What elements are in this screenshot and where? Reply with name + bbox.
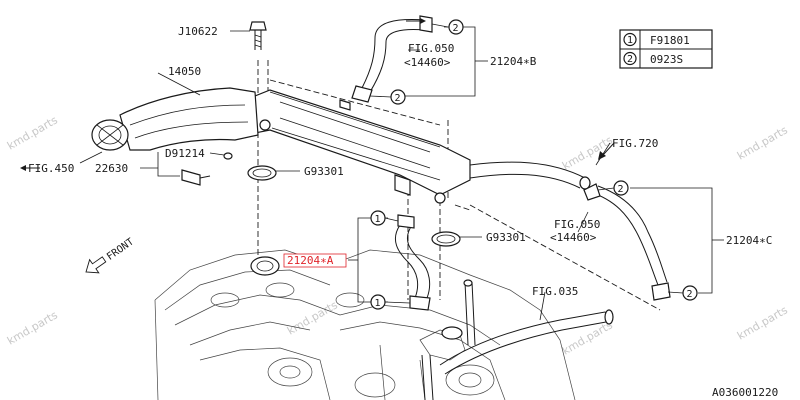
label-fig035: FIG.035 (532, 285, 578, 298)
legend-code: F91801 (650, 34, 690, 47)
watermark: kmd.parts (560, 318, 615, 357)
label-14050: 14050 (168, 65, 201, 78)
hose-21204a (395, 214, 431, 311)
sensor-22630 (181, 152, 233, 186)
callouts: 2 2 2 2 1 1 (370, 19, 698, 310)
svg-text:1: 1 (375, 298, 381, 309)
callout-1-upper: 1 (370, 210, 386, 226)
label-fig450: FIG.450 (28, 162, 74, 175)
svg-text:1: 1 (627, 35, 633, 46)
diagram-code: A036001220 (712, 386, 778, 399)
legend-table: 1 F91801 2 0923S (619, 29, 713, 69)
watermark: kmd.parts (5, 113, 60, 152)
label-22630: 22630 (95, 162, 128, 175)
callout-2-top-lower: 2 (390, 89, 406, 105)
arrows (20, 18, 615, 171)
gaskets-g93301 (247, 165, 461, 247)
label-d91214: D91214 (165, 147, 205, 160)
legend-code: 0923S (650, 53, 683, 66)
engine-block (154, 249, 576, 400)
callout-2-top: 2 (448, 19, 464, 35)
labels: J10622 14050 FIG.450 D91214 22630 G93301… (28, 25, 778, 399)
svg-text:2: 2 (453, 23, 459, 34)
callout-1-lower: 1 (370, 294, 386, 310)
label-fig720: FIG.720 (612, 137, 658, 150)
lower-coolant-pipe (421, 279, 614, 400)
bolt-j10622 (249, 21, 267, 50)
label-21204a: 21204∗A (287, 254, 334, 267)
label-fig050-top-code: <14460> (404, 56, 451, 69)
svg-text:1: 1 (375, 214, 381, 225)
label-g93301-a: G93301 (304, 165, 344, 178)
front-label: FRONT (105, 237, 136, 263)
label-21204b: 21204∗B (490, 55, 537, 68)
callout-2-right-lower: 2 (682, 285, 698, 301)
legend-row-1: 1 F91801 (623, 32, 690, 47)
label-fig050-top: FIG.050 (408, 42, 454, 55)
watermark: kmd.parts (735, 123, 790, 162)
air-intake-pipe-14050 (91, 87, 259, 151)
legend-row-2: 2 0923S (623, 51, 683, 66)
assembly-lines (257, 60, 661, 311)
watermark: kmd.parts (285, 298, 340, 337)
svg-text:2: 2 (618, 184, 624, 195)
label-fig050-right-code: <14460> (550, 231, 597, 244)
watermark: kmd.parts (735, 303, 790, 342)
label-g93301-b: G93301 (486, 231, 526, 244)
watermark: kmd.parts (560, 133, 615, 172)
label-j10622: J10622 (178, 25, 218, 38)
label-fig050-right: FIG.050 (554, 218, 600, 231)
water-pipe-assembly (244, 89, 591, 204)
svg-text:2: 2 (627, 54, 633, 65)
callout-2-right: 2 (613, 180, 629, 196)
hose-21204b (351, 15, 433, 103)
watermark: kmd.parts (5, 308, 60, 347)
svg-text:2: 2 (687, 289, 693, 300)
hose-21204c (583, 183, 671, 301)
label-21204c: 21204∗C (726, 234, 772, 247)
svg-text:2: 2 (395, 93, 401, 104)
front-indicator: FRONT (85, 237, 136, 274)
